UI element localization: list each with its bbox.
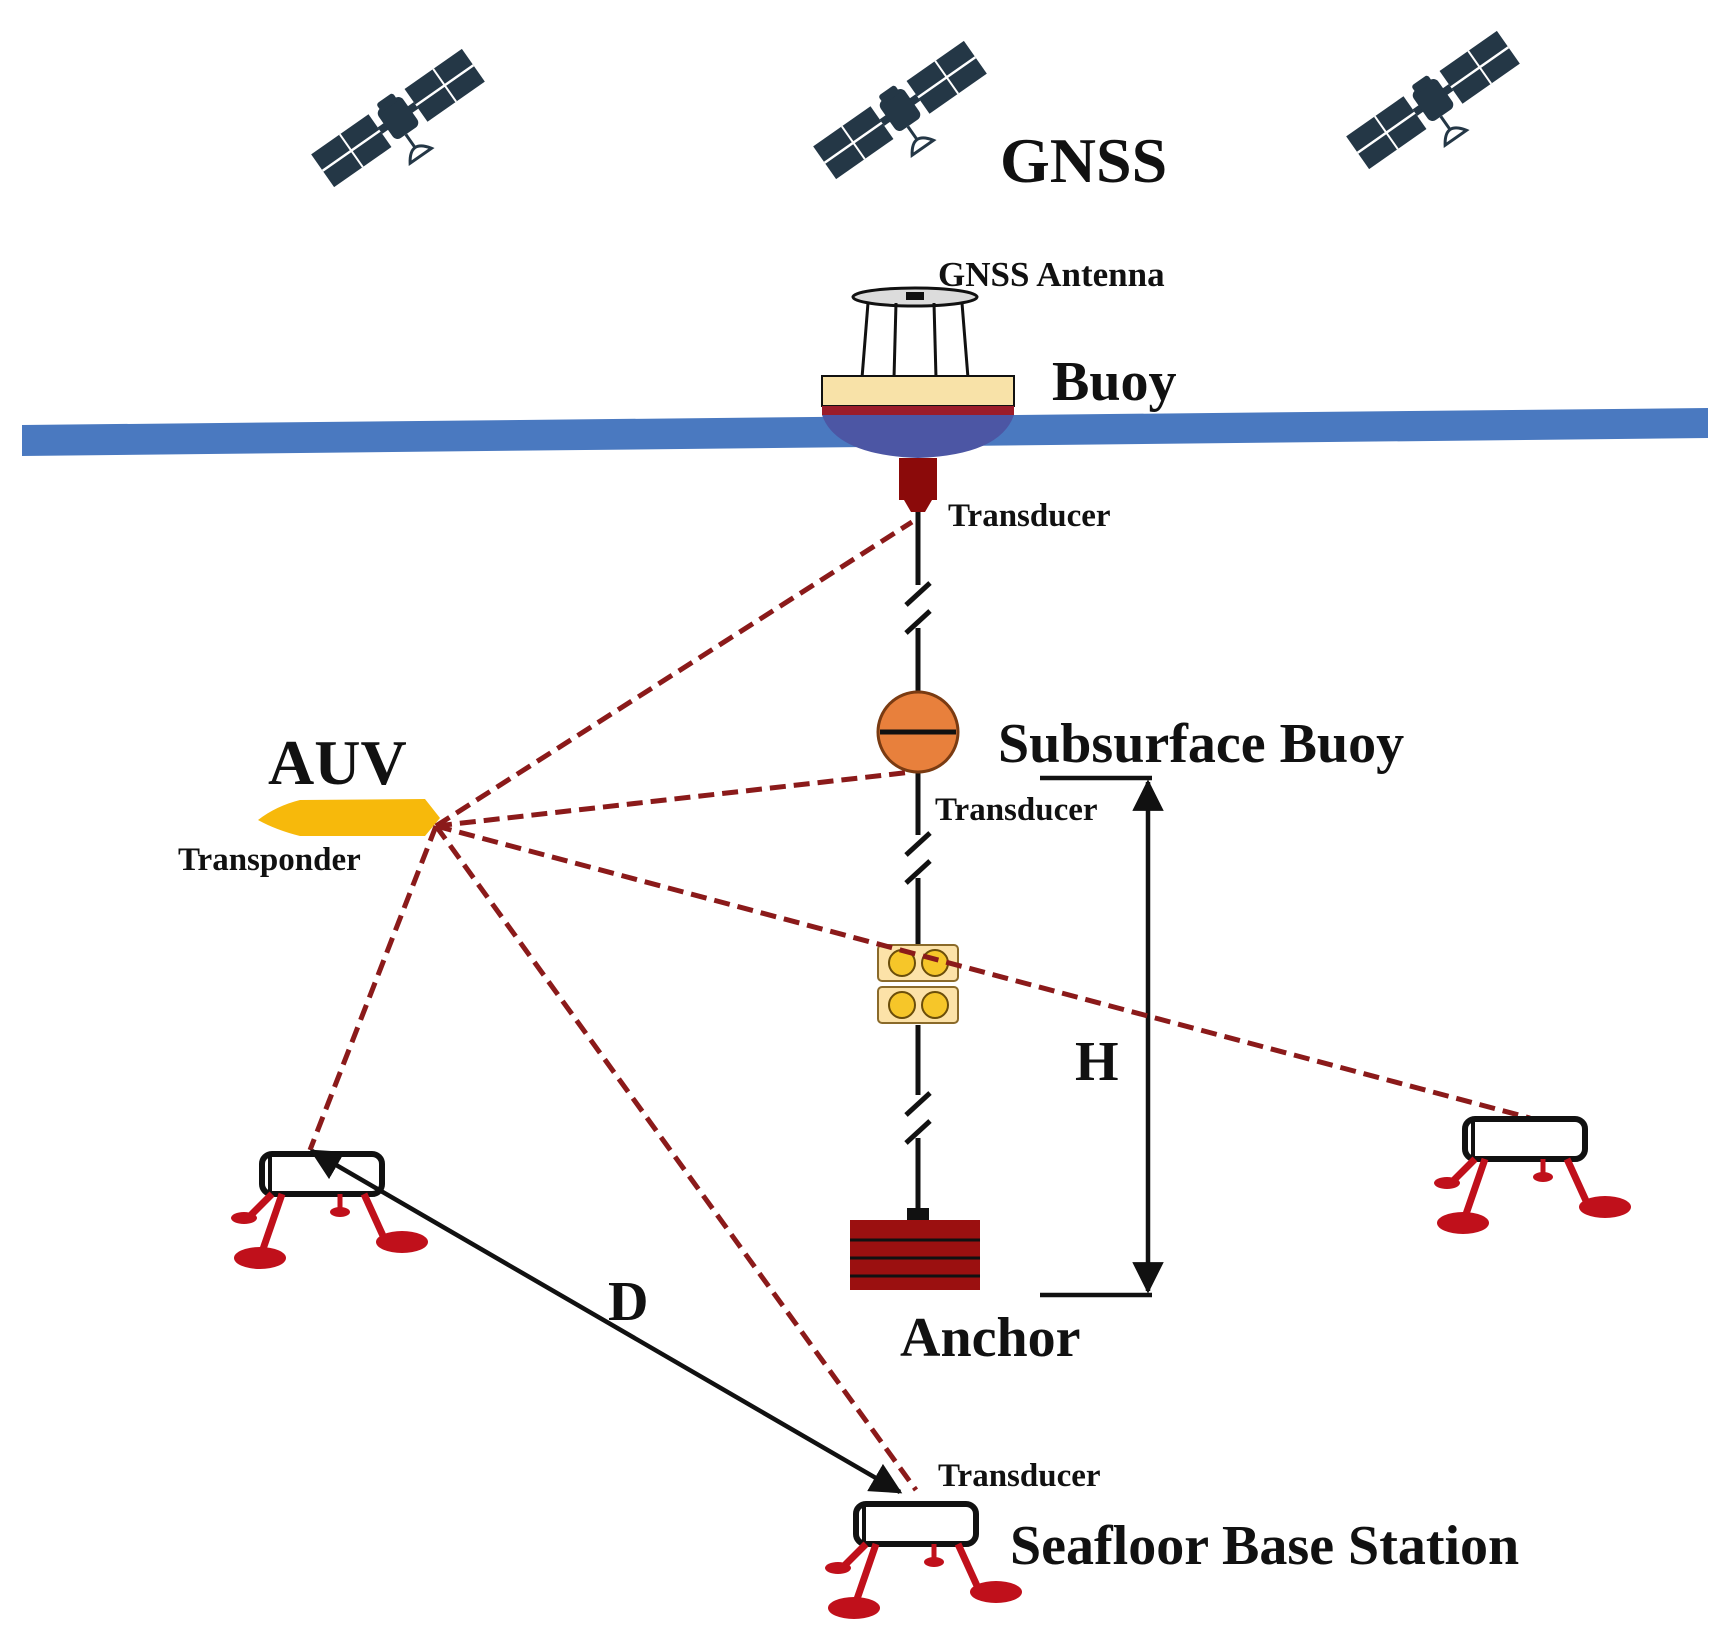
anchor-icon [850, 1208, 980, 1290]
buoy-icon [821, 286, 1015, 512]
auv-label: AUV [268, 727, 407, 798]
anchor-label: Anchor [900, 1307, 1080, 1369]
subsurface-buoy-label: Subsurface Buoy [998, 713, 1404, 775]
seafloor-station-icon [825, 1504, 1022, 1619]
float-pack-icon [877, 944, 959, 1024]
transducer-subsurface-label: Transducer [935, 792, 1098, 828]
gnss-antenna-label: GNSS Antenna [938, 255, 1165, 294]
distance-d-label: D [608, 1271, 648, 1333]
buoy-label: Buoy [1052, 351, 1177, 413]
transducer-base-label: Transducer [938, 1458, 1101, 1494]
transponder-label: Transponder [178, 842, 361, 878]
distance-d-arrow [309, 1149, 903, 1494]
satellite-icon [1342, 26, 1536, 191]
gnss-label: GNSS [1000, 125, 1167, 196]
transducer-buoy-label: Transducer [948, 498, 1111, 534]
satellite-icon [307, 44, 501, 209]
seafloor-station-icon [231, 1154, 428, 1269]
height-h-label: H [1075, 1031, 1119, 1093]
subsurface-buoy-icon [876, 690, 960, 774]
satellite-icon [809, 36, 1003, 201]
height-dimension [1040, 775, 1164, 1298]
seafloor-station-icon [1434, 1119, 1631, 1234]
seafloor-base-station-label: Seafloor Base Station [1010, 1515, 1519, 1577]
mooring-line [904, 512, 932, 1210]
auv-icon [258, 799, 440, 836]
